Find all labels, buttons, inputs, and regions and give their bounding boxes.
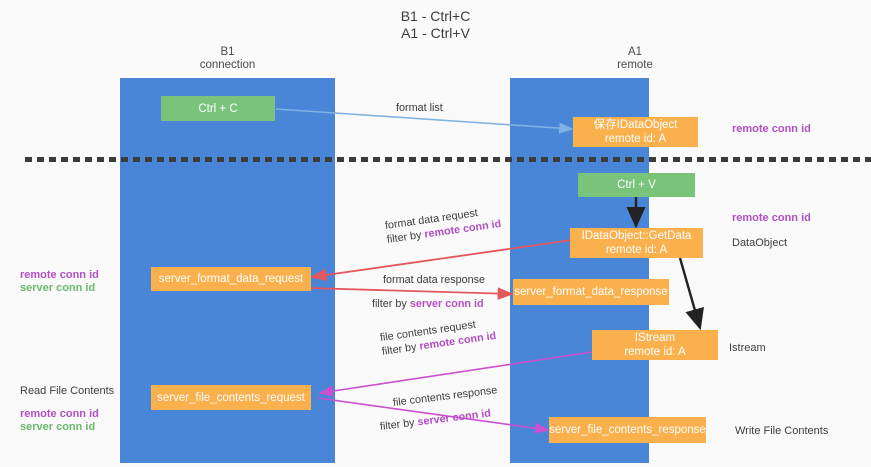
annotation-mid-remote-conn-id: remote conn id	[20, 268, 99, 282]
node-ctrl-c[interactable]: Ctrl + C	[161, 96, 275, 121]
page-title: B1 - Ctrl+C A1 - Ctrl+V	[0, 8, 871, 42]
phase-divider	[25, 157, 871, 162]
column-header-b1-role: connection	[199, 59, 256, 71]
edge-label-format-data-response-text: format data response	[383, 274, 486, 286]
node-save-idataobject[interactable]: 保存IDataObject remote id: A	[573, 117, 698, 147]
annotation-bottom-server-conn-id: server conn id	[20, 420, 95, 434]
annotation-remote-conn-id-mid: remote conn id	[732, 211, 811, 225]
node-server-format-data-response-label: server_format_data_response	[514, 286, 668, 298]
arrow-file-contents-response	[317, 397, 550, 434]
title-line-1: B1 - Ctrl+C	[400, 8, 471, 24]
node-server-file-contents-request-label: server_file_contents_request	[157, 391, 305, 404]
node-server-file-contents-request[interactable]: server_file_contents_request	[151, 385, 311, 410]
node-ctrl-c-label: Ctrl + C	[198, 102, 238, 115]
node-server-format-data-request-label: server_format_data_request	[158, 273, 304, 285]
node-save-idataobject-sublabel: remote id: A	[604, 133, 667, 145]
node-server-format-data-response[interactable]: server_format_data_response	[513, 279, 669, 305]
node-getdata[interactable]: IDataObject::GetData remote id: A	[570, 228, 703, 258]
arrow-getdata-to-istream	[678, 257, 704, 331]
arrow-file-contents-request	[318, 351, 593, 397]
column-header-b1: B1 connection	[120, 46, 335, 72]
annotation-bottom-remote-conn-id-text: remote conn id	[20, 408, 99, 420]
node-istream[interactable]: IStream remote id: A	[592, 330, 718, 360]
annotation-mid-server-conn-id-text: server conn id	[20, 282, 96, 294]
node-save-idataobject-label: 保存IDataObject	[593, 119, 678, 131]
annotation-istream: Istream	[729, 341, 766, 355]
annotation-istream-text: Istream	[729, 342, 766, 354]
annotation-mid-remote-conn-id-text: remote conn id	[20, 269, 99, 281]
node-server-format-data-request[interactable]: server_format_data_request	[151, 267, 311, 291]
node-getdata-label: IDataObject::GetData	[581, 230, 692, 242]
filter-key-server-conn-id: server conn id	[409, 298, 484, 310]
annotation-read-file-contents-text: Read File Contents	[20, 385, 115, 397]
annotation-write-file-contents-text: Write File Contents	[735, 425, 829, 437]
annotation-remote-conn-id-top-text: remote conn id	[732, 123, 811, 135]
annotation-write-file-contents: Write File Contents	[735, 424, 828, 438]
node-ctrl-v-label: Ctrl + V	[617, 179, 656, 191]
annotation-bottom-remote-conn-id: remote conn id	[20, 407, 99, 421]
column-header-a1-name: A1	[627, 46, 643, 58]
edge-label-format-data-response: format data response	[383, 273, 485, 287]
annotation-mid-server-conn-id: server conn id	[20, 281, 95, 295]
edge-label-format-list: format list	[396, 101, 443, 115]
edge-label-format-list-text: format list	[396, 102, 443, 114]
column-header-a1: A1 remote	[510, 46, 760, 72]
column-header-b1-name: B1	[220, 46, 235, 58]
title-line-2: A1 - Ctrl+V	[401, 25, 470, 41]
arrow-format-list	[275, 108, 574, 134]
column-header-a1-role: remote	[617, 59, 653, 71]
annotation-dataobject: DataObject	[732, 236, 787, 250]
arrow-format-data-response	[307, 287, 514, 300]
edge-label-format-data-response-filter: filter by server conn id	[372, 297, 484, 311]
annotation-dataobject-text: DataObject	[732, 237, 788, 249]
node-server-file-contents-response[interactable]: server_file_contents_response	[549, 417, 706, 443]
annotation-read-file-contents: Read File Contents	[20, 384, 114, 398]
annotation-remote-conn-id-top: remote conn id	[732, 122, 811, 136]
annotation-remote-conn-id-mid-text: remote conn id	[732, 212, 811, 224]
node-server-file-contents-response-label: server_file_contents_response	[549, 424, 706, 436]
arrow-format-data-request	[310, 239, 573, 282]
node-getdata-sublabel: remote id: A	[605, 244, 668, 256]
annotation-bottom-server-conn-id-text: server conn id	[20, 421, 96, 433]
node-istream-sublabel: remote id: A	[624, 346, 686, 358]
filter-prefix: filter by	[372, 298, 410, 310]
node-istream-label: IStream	[634, 332, 676, 344]
node-ctrl-v[interactable]: Ctrl + V	[578, 173, 695, 197]
